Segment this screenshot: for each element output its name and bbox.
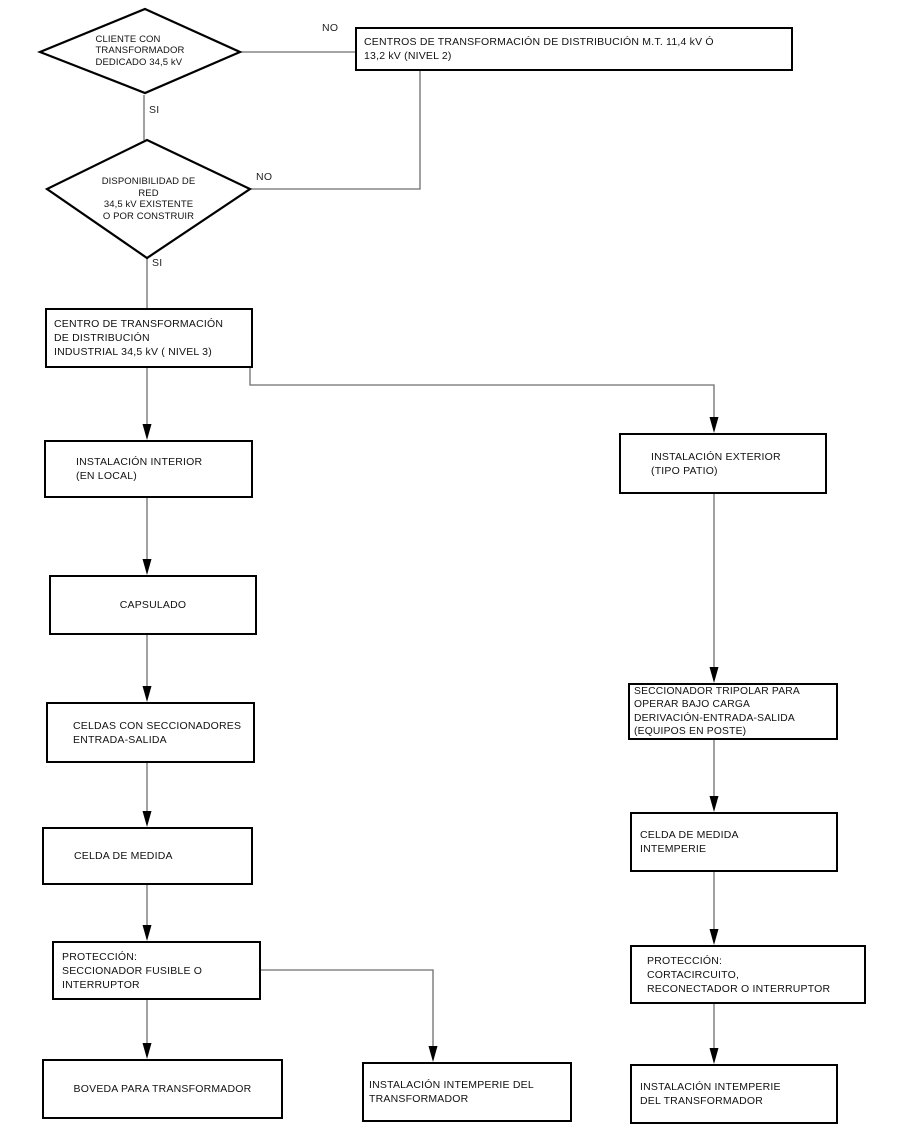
- arrowhead-proteccion-r: [709, 929, 719, 945]
- node-capsulado: CAPSULADO: [49, 575, 257, 635]
- node-label: CELDAS CON SECCIONADORES ENTRADA-SALIDA: [73, 719, 242, 746]
- node-instalacion-exterior: INSTALACIÓN EXTERIOR (TIPO PATIO): [619, 433, 827, 494]
- node-seccionador-tripolar: SECCIONADOR TRIPOLAR PARA OPERAR BAJO CA…: [628, 683, 838, 740]
- decision-cliente: CLIENTE CON TRANSFORMADOR DEDICADO 34,5 …: [40, 9, 240, 93]
- arrowhead-proteccion-l: [142, 925, 152, 941]
- node-label: CELDA DE MEDIDA INTEMPERIE: [640, 829, 739, 855]
- arrowhead-celdas: [142, 686, 152, 702]
- node-nivel3: CENTRO DE TRANSFORMACIÓN DE DISTRIBUCIÓN…: [45, 308, 253, 368]
- node-instalacion-interior: INSTALACIÓN INTERIOR (EN LOCAL): [44, 440, 253, 498]
- edge-proteccion-intemperie: [261, 969, 434, 1059]
- node-label: CAPSULADO: [119, 599, 187, 611]
- arrowhead-interior: [142, 424, 152, 440]
- arrowhead-intemperie-m: [428, 1046, 438, 1062]
- node-celda-medida-intemperie: CELDA DE MEDIDA INTEMPERIE: [630, 812, 838, 872]
- arrowhead-medida: [142, 811, 152, 827]
- decision-cliente-shape: [37, 7, 243, 95]
- node-nivel2: CENTROS DE TRANSFORMACIÓN DE DISTRIBUCIÓ…: [355, 27, 793, 71]
- node-label: INSTALACIÓN INTEMPERIE DEL TRANSFORMADOR: [640, 1081, 781, 1107]
- decision-disponibilidad-shape: [44, 138, 253, 260]
- node-proteccion-interior: PROTECCIÓN: SECCIONADOR FUSIBLE O INTERR…: [52, 941, 261, 1000]
- node-boveda: BOVEDA PARA TRANSFORMADOR: [42, 1059, 283, 1119]
- decision-label: DISPONIBILIDAD DE RED 34,5 kV EXISTENTE …: [101, 176, 196, 222]
- arrowhead-boveda: [142, 1043, 152, 1059]
- arrowhead-exterior: [709, 417, 719, 433]
- node-label: CELDA DE MEDIDA: [74, 850, 173, 862]
- decision-shapes: [37, 7, 253, 260]
- arrowhead-intemperie-r: [709, 1048, 719, 1064]
- node-celda-medida: CELDA DE MEDIDA: [42, 827, 253, 885]
- edge-label-no-disponibilidad: NO: [256, 171, 273, 183]
- decision-disponibilidad: DISPONIBILIDAD DE RED 34,5 kV EXISTENTE …: [47, 140, 250, 258]
- node-label: BOVEDA PARA TRANSFORMADOR: [73, 1083, 252, 1095]
- node-label: PROTECCIÓN: SECCIONADOR FUSIBLE O INTERR…: [62, 950, 203, 991]
- arrowhead-capsulado: [142, 559, 152, 575]
- edge-label-si-disponibilidad: SI: [152, 257, 163, 269]
- edge-disponibilidad-no: [250, 71, 421, 190]
- arrowheads: [142, 417, 719, 1064]
- node-label: PROTECCIÓN: CORTACIRCUITO, RECONECTADOR …: [647, 954, 831, 995]
- node-label: SECCIONADOR TRIPOLAR PARA OPERAR BAJO CA…: [634, 685, 800, 738]
- node-proteccion-exterior: PROTECCIÓN: CORTACIRCUITO, RECONECTADOR …: [630, 945, 866, 1004]
- decision-label: CLIENTE CON TRANSFORMADOR DEDICADO 34,5 …: [95, 33, 185, 68]
- node-celdas-seccionadores: CELDAS CON SECCIONADORES ENTRADA-SALIDA: [46, 702, 255, 763]
- edge-label-no-cliente: NO: [322, 22, 339, 34]
- node-label: INSTALACIÓN EXTERIOR (TIPO PATIO): [651, 450, 781, 477]
- arrowhead-medida-int: [709, 796, 719, 812]
- node-intemperie-centro: INSTALACIÓN INTEMPERIE DEL TRANSFORMADOR: [362, 1062, 572, 1122]
- node-label: INSTALACIÓN INTEMPERIE DEL TRANSFORMADOR: [369, 1079, 534, 1105]
- edge-nivel3-exterior: [249, 368, 715, 430]
- edge-label-si-cliente: SI: [149, 104, 160, 116]
- node-label: CENTROS DE TRANSFORMACIÓN DE DISTRIBUCIÓ…: [364, 36, 714, 62]
- arrowhead-seccionador: [709, 667, 719, 683]
- node-label: CENTRO DE TRANSFORMACIÓN DE DISTRIBUCIÓN…: [54, 318, 224, 358]
- node-label: INSTALACIÓN INTERIOR (EN LOCAL): [76, 456, 203, 482]
- node-intemperie-exterior: INSTALACIÓN INTEMPERIE DEL TRANSFORMADOR: [630, 1064, 838, 1124]
